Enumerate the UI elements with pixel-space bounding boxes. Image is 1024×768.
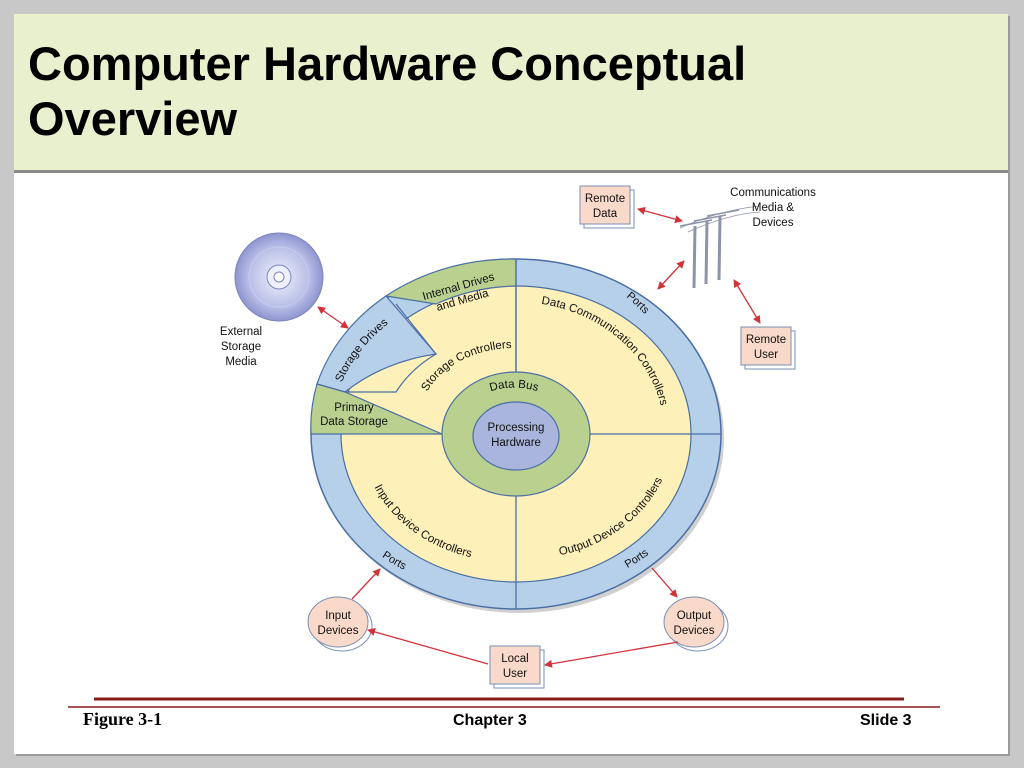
arrow-cd-to-storage	[317, 306, 349, 329]
remote-user-box: Remote User	[740, 326, 796, 370]
arrow-remote-data	[637, 206, 683, 224]
processing-hardware-core	[472, 401, 560, 471]
slide: Computer Hardware Conceptual Overview	[14, 14, 1008, 754]
remote-data-box: Remote Data	[579, 185, 635, 229]
output-devices-label-2: Devices	[674, 625, 715, 637]
data-bus-label: Data Bus	[488, 378, 540, 394]
arrow-comm-to-remote-user	[733, 279, 761, 324]
external-storage-label-1: External	[220, 326, 262, 338]
telephone-poles-icon	[679, 205, 761, 289]
local-user-label-1: Local	[501, 653, 529, 665]
output-devices-label-1: Output	[677, 610, 712, 622]
input-devices-node: Input Devices	[307, 596, 373, 652]
slide-number-label: Slide 3	[860, 712, 912, 729]
comm-media-label-3: Devices	[753, 217, 794, 229]
output-devices-node: Output Devices	[663, 596, 729, 652]
slide-title-line-1: Computer Hardware Conceptual	[28, 37, 747, 90]
chapter-label: Chapter 3	[453, 712, 527, 729]
storage-controllers-edge	[345, 353, 437, 393]
primary-data-storage-label-1: Primary	[334, 402, 374, 414]
remote-user-label-2: User	[754, 349, 778, 361]
input-devices-label-1: Input	[325, 610, 351, 622]
external-storage-label-3: Media	[225, 356, 257, 368]
title-bar: Computer Hardware Conceptual Overview	[14, 14, 1008, 173]
cd-disc-icon	[234, 232, 324, 322]
arrow-input-to-ports	[351, 568, 381, 600]
local-user-label-2: User	[503, 668, 527, 680]
remote-user-label-1: Remote	[746, 334, 786, 346]
comm-media-label-2: Media &	[752, 202, 795, 214]
arrow-output-to-local-user	[544, 641, 679, 668]
connector-arrows	[317, 206, 761, 668]
processing-hardware-label-2: Hardware	[491, 437, 541, 449]
data-bus-label-path: Data Bus	[488, 378, 540, 394]
arrow-local-user-to-input	[367, 628, 489, 665]
external-storage-label-2: Storage	[221, 341, 261, 353]
slide-title: Computer Hardware Conceptual Overview	[28, 36, 928, 146]
remote-data-label-1: Remote	[585, 193, 625, 205]
arrow-ports-to-output	[651, 567, 678, 598]
primary-data-storage-label-2: Data Storage	[320, 416, 388, 428]
slide-title-line-2: Overview	[28, 92, 238, 145]
processing-hardware-label-1: Processing	[488, 422, 545, 434]
arrow-comm-to-ports	[657, 260, 685, 290]
input-devices-label-2: Devices	[318, 625, 359, 637]
figure-label: Figure 3-1	[83, 709, 163, 729]
local-user-box: Local User	[489, 645, 545, 689]
primary-data-storage-sector	[310, 383, 443, 435]
remote-data-label-2: Data	[593, 208, 618, 220]
comm-media-label-1: Communications	[730, 187, 816, 199]
